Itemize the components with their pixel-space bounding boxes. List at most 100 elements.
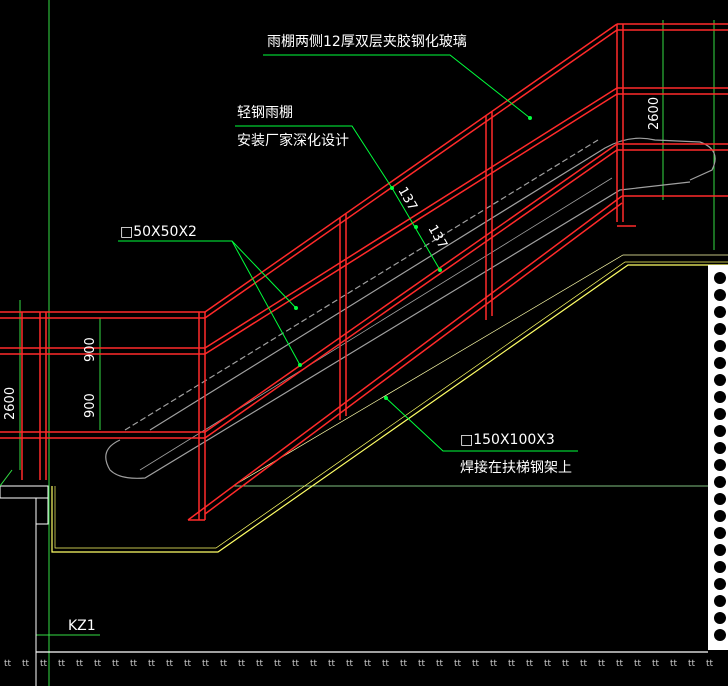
frame-diag-top bbox=[204, 23, 618, 313]
ground-hatch-mark: tt bbox=[598, 659, 606, 669]
ground-hatch-mark: tt bbox=[454, 659, 462, 669]
wall-opening bbox=[714, 323, 726, 335]
frame-diag-low-2 bbox=[204, 149, 618, 439]
wall-opening bbox=[714, 612, 726, 624]
ground-hatch-mark: tt bbox=[346, 659, 354, 669]
wall-opening bbox=[714, 306, 726, 318]
ground-hatch-mark: tt bbox=[562, 659, 570, 669]
wall-opening bbox=[714, 629, 726, 641]
tube-large-line2: 焊接在扶梯钢架上 bbox=[460, 459, 572, 476]
column-label: KZ1 bbox=[68, 618, 96, 634]
ground-hatch-mark: tt bbox=[202, 659, 210, 669]
glass-note: 雨棚两侧12厚双层夹胶钢化玻璃 bbox=[267, 33, 467, 50]
frame-diag-low bbox=[204, 143, 618, 433]
steel-canopy-line1: 轻钢雨棚 bbox=[237, 105, 293, 121]
frame-diag-mid bbox=[204, 87, 618, 349]
right-wall bbox=[708, 265, 728, 650]
ground-hatch-mark: tt bbox=[364, 659, 372, 669]
ground-hatch-mark: tt bbox=[94, 659, 102, 669]
ground-hatch-mark: tt bbox=[238, 659, 246, 669]
escalator-step-line bbox=[232, 254, 728, 487]
arrow-tube-large bbox=[384, 396, 388, 400]
ground-hatch-mark: tt bbox=[382, 659, 390, 669]
escalator-soffit-line bbox=[51, 264, 728, 553]
ground-hatch-mark: tt bbox=[670, 659, 678, 669]
tube-small-label: □50X50X2 bbox=[120, 224, 197, 240]
ground-hatch-mark: tt bbox=[634, 659, 642, 669]
ground-hatch-mark: tt bbox=[508, 659, 516, 669]
dim-height-left: 2600 bbox=[3, 387, 18, 420]
column-cap bbox=[35, 497, 49, 525]
reference-lines bbox=[19, 0, 728, 686]
break-mark bbox=[0, 469, 13, 487]
leader-tube-small-a bbox=[118, 240, 297, 309]
dim-height-right: 2600 bbox=[647, 97, 662, 130]
arrow-glass bbox=[528, 116, 532, 120]
leader-tube-large bbox=[385, 397, 578, 452]
wall-opening bbox=[714, 527, 726, 539]
ground-hatch-mark: tt bbox=[544, 659, 552, 669]
ground-hatch-mark: tt bbox=[706, 659, 714, 669]
ground-hatch-mark: tt bbox=[490, 659, 498, 669]
steel-canopy-line2: 安装厂家深化设计 bbox=[237, 132, 349, 149]
handrail-bottom bbox=[105, 181, 691, 479]
ground-hatch-mark: tt bbox=[130, 659, 138, 669]
wall-opening bbox=[714, 459, 726, 471]
handrail-lower-edge bbox=[139, 177, 613, 471]
ground-hatch-mark: tt bbox=[580, 659, 588, 669]
wall-opening bbox=[714, 595, 726, 607]
ground-hatch-mark: tt bbox=[436, 659, 444, 669]
arrow-137 bbox=[414, 225, 418, 229]
canopy-steel-frame bbox=[0, 23, 728, 521]
leader-glass bbox=[263, 54, 531, 119]
wall-opening bbox=[714, 425, 726, 437]
wall-opening bbox=[714, 289, 726, 301]
leader-tube-small-b bbox=[231, 240, 301, 366]
wall-opening bbox=[714, 357, 726, 369]
ground-hatch-mark: tt bbox=[526, 659, 534, 669]
escalator-truss bbox=[51, 254, 728, 553]
escalator-soffit-inner bbox=[54, 261, 728, 549]
ground-hatch-mark: tt bbox=[220, 659, 228, 669]
left-column-base bbox=[0, 469, 49, 686]
ground-hatch-mark: tt bbox=[112, 659, 120, 669]
wall-opening bbox=[714, 544, 726, 556]
ground-hatch-mark: tt bbox=[148, 659, 156, 669]
wall-opening bbox=[714, 272, 726, 284]
ground-hatch-mark: tt bbox=[652, 659, 660, 669]
wall-opening bbox=[714, 476, 726, 488]
ground-hatch-mark: tt bbox=[4, 659, 12, 669]
ground-hatch-mark: tt bbox=[166, 659, 174, 669]
ground-hatch-mark: tt bbox=[292, 659, 300, 669]
wall-opening bbox=[714, 391, 726, 403]
ground-hatch-mark: tt bbox=[688, 659, 696, 669]
ground-hatch-mark: tt bbox=[22, 659, 30, 669]
wall-opening bbox=[714, 493, 726, 505]
wall-body bbox=[708, 265, 728, 650]
wall-opening bbox=[714, 578, 726, 590]
dim-rail-upper: 900 bbox=[83, 337, 98, 362]
wall-opening bbox=[714, 340, 726, 352]
arrow-canopy bbox=[390, 186, 394, 190]
dim-rail-lower: 900 bbox=[83, 393, 98, 418]
ground-hatch-mark: tt bbox=[400, 659, 408, 669]
wall-opening bbox=[714, 408, 726, 420]
ground-hatch-mark: tt bbox=[472, 659, 480, 669]
handrail-centerline bbox=[124, 139, 599, 431]
ground-hatch-mark: tt bbox=[328, 659, 336, 669]
wall-opening bbox=[714, 374, 726, 386]
arrow-137-b bbox=[438, 268, 442, 272]
frame-diag-base bbox=[187, 195, 623, 521]
arrow-tube-b bbox=[298, 363, 302, 367]
wall-opening bbox=[714, 561, 726, 573]
leader-canopy bbox=[235, 125, 393, 189]
wall-opening bbox=[714, 442, 726, 454]
ground-hatch-mark: tt bbox=[616, 659, 624, 669]
ground-hatch-mark: tt bbox=[184, 659, 192, 669]
frame-diag-top-2 bbox=[204, 29, 618, 319]
tube-large-line1: □150X100X3 bbox=[460, 432, 555, 448]
ground-hatch-mark: tt bbox=[418, 659, 426, 669]
